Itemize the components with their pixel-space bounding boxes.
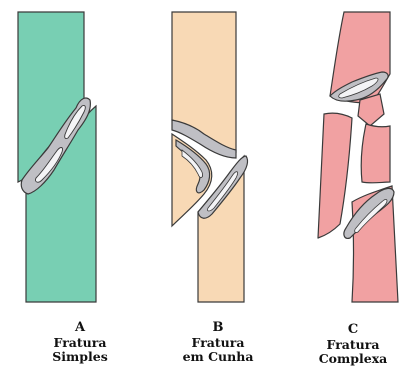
caption-simple-fracture: A Fratura Simples	[25, 321, 135, 365]
caption-b-line2: em Cunha	[163, 350, 273, 364]
complex-right-middle-fragment	[361, 124, 390, 183]
caption-letter-a: A	[25, 321, 135, 336]
caption-c-line2: Complexa	[298, 352, 405, 366]
caption-a-line1: Fratura	[25, 336, 135, 350]
caption-letter-c: C	[298, 323, 405, 338]
caption-c-line1: Fratura	[298, 338, 405, 352]
complex-fracture-illustration	[318, 12, 398, 302]
caption-letter-b: B	[163, 321, 273, 336]
complex-left-middle-fragment	[318, 113, 352, 238]
caption-wedge-fracture: B Fratura em Cunha	[163, 321, 273, 365]
caption-a-line2: Simples	[25, 350, 135, 364]
wedge-fracture-illustration	[172, 12, 248, 302]
caption-b-line1: Fratura	[163, 336, 273, 350]
caption-complex-fracture: C Fratura Complexa	[298, 323, 405, 367]
simple-fracture-illustration	[18, 12, 96, 302]
